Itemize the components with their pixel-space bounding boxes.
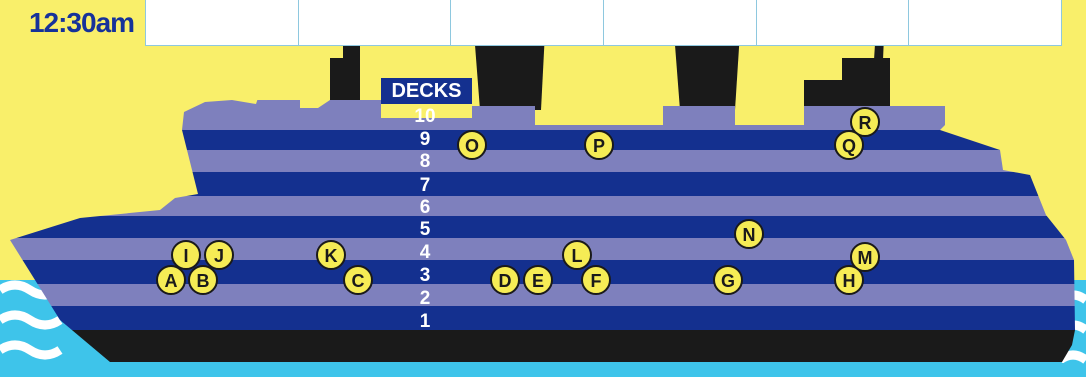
marker-e[interactable]: E xyxy=(524,266,552,294)
deck-number-7: 7 xyxy=(420,175,431,196)
current-time: 12:30am xyxy=(18,0,145,46)
marker-n[interactable]: N xyxy=(735,220,763,248)
svg-text:I: I xyxy=(183,246,188,266)
svg-text:M: M xyxy=(858,248,873,268)
schedule-slot[interactable] xyxy=(757,0,910,45)
svg-text:R: R xyxy=(859,113,872,133)
marker-i[interactable]: I xyxy=(172,241,200,269)
svg-text:O: O xyxy=(465,136,479,156)
marker-k[interactable]: K xyxy=(317,241,345,269)
marker-c[interactable]: C xyxy=(344,266,372,294)
marker-j[interactable]: J xyxy=(205,241,233,269)
svg-text:L: L xyxy=(572,246,583,266)
marker-l[interactable]: L xyxy=(563,241,591,269)
marker-f[interactable]: F xyxy=(582,266,610,294)
svg-text:B: B xyxy=(197,271,210,291)
schedule-slot[interactable] xyxy=(146,0,299,45)
schedule-slot[interactable] xyxy=(299,0,452,45)
schedule-bar xyxy=(145,0,1062,46)
deck-number-6: 6 xyxy=(420,197,431,218)
marker-b[interactable]: B xyxy=(189,266,217,294)
svg-text:C: C xyxy=(352,271,365,291)
marker-q[interactable]: Q xyxy=(835,131,863,159)
schedule-slot[interactable] xyxy=(909,0,1061,45)
decks-title: DECKS xyxy=(381,78,472,104)
svg-text:G: G xyxy=(721,271,735,291)
svg-text:N: N xyxy=(743,225,756,245)
marker-p[interactable]: P xyxy=(585,131,613,159)
marker-g[interactable]: G xyxy=(714,266,742,294)
deck-number-1: 1 xyxy=(420,311,431,332)
marker-o[interactable]: O xyxy=(458,131,486,159)
svg-text:D: D xyxy=(499,271,512,291)
marker-d[interactable]: D xyxy=(491,266,519,294)
svg-text:A: A xyxy=(165,271,178,291)
svg-text:J: J xyxy=(214,246,224,266)
deck-number-3: 3 xyxy=(420,265,431,286)
schedule-slot[interactable] xyxy=(604,0,757,45)
schedule-slot[interactable] xyxy=(451,0,604,45)
deck-number-5: 5 xyxy=(420,219,431,240)
svg-text:K: K xyxy=(325,246,338,266)
deck-number-2: 2 xyxy=(420,288,431,309)
svg-text:H: H xyxy=(843,271,856,291)
deck-stripes xyxy=(0,100,1086,377)
svg-text:F: F xyxy=(591,271,602,291)
svg-text:E: E xyxy=(532,271,544,291)
svg-text:P: P xyxy=(593,136,605,156)
deck-number-9: 9 xyxy=(420,129,431,150)
deck-number-8: 8 xyxy=(420,151,431,172)
marker-h[interactable]: H xyxy=(835,266,863,294)
deck-number-10: 10 xyxy=(414,106,435,127)
svg-text:Q: Q xyxy=(842,136,856,156)
deck-number-4: 4 xyxy=(420,242,431,263)
marker-a[interactable]: A xyxy=(157,266,185,294)
